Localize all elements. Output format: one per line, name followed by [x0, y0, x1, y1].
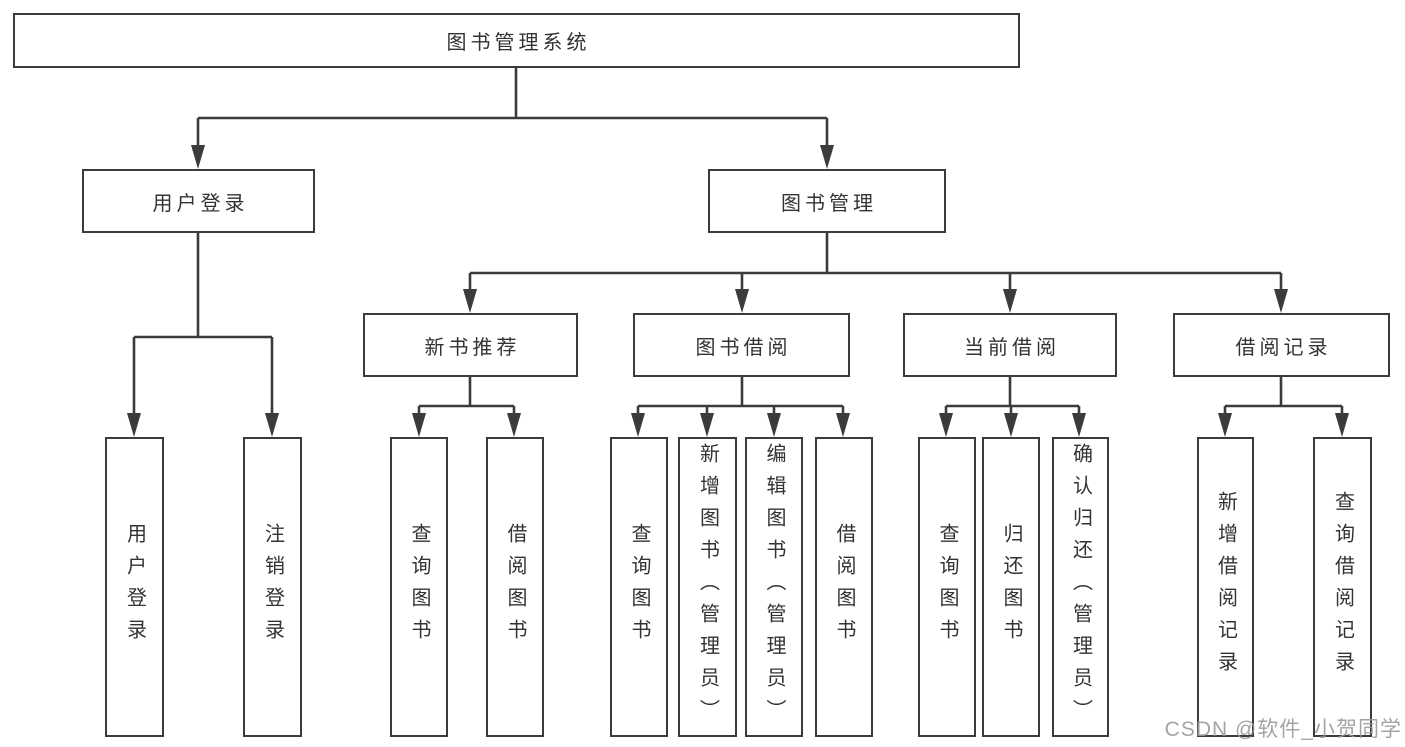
leaf-borrow-add-books-admin: 新增图书（管理员） — [678, 437, 737, 737]
node-current-borrow-label: 当前借阅 — [964, 336, 1060, 359]
node-borrow-record-label: 借阅记录 — [1235, 336, 1332, 359]
node-borrow-record: 借阅记录 — [1173, 313, 1390, 377]
leaf-newbook-borrow-books: 借阅图书 — [486, 437, 544, 737]
leaf-current-return-books: 归还图书 — [982, 437, 1040, 737]
leaf-borrow-borrow-books: 借阅图书 — [815, 437, 873, 737]
csdn-watermark: CSDN @软件_小贺同学 — [1164, 718, 1402, 741]
leaf-user-login: 用户登录 — [105, 437, 164, 737]
node-new-book-recommend: 新书推荐 — [363, 313, 578, 377]
leaf-current-query-books: 查询图书 — [918, 437, 976, 737]
leaf-borrow-query-books: 查询图书 — [610, 437, 668, 737]
leaf-record-add-borrow-record: 新增借阅记录 — [1197, 437, 1254, 737]
leaf-borrow-edit-books-admin: 编辑图书（管理员） — [745, 437, 803, 737]
node-new-book-recommend-label: 新书推荐 — [424, 336, 521, 359]
node-book-borrow-label: 图书借阅 — [695, 336, 792, 359]
node-book-borrow: 图书借阅 — [633, 313, 850, 377]
leaf-current-confirm-return-admin: 确认归还（管理员） — [1052, 437, 1109, 737]
node-book-management: 图书管理 — [708, 169, 946, 233]
leaf-newbook-query-books: 查询图书 — [390, 437, 448, 737]
leaf-record-query-borrow-record: 查询借阅记录 — [1313, 437, 1372, 737]
node-user-login-label: 用户登录 — [152, 192, 249, 215]
leaf-logout-login: 注销登录 — [243, 437, 302, 737]
node-current-borrow: 当前借阅 — [903, 313, 1117, 377]
node-root: 图书管理系统 — [13, 13, 1020, 68]
node-book-management-label: 图书管理 — [781, 192, 877, 215]
node-root-label: 图书管理系统 — [446, 32, 591, 54]
node-user-login: 用户登录 — [82, 169, 315, 233]
